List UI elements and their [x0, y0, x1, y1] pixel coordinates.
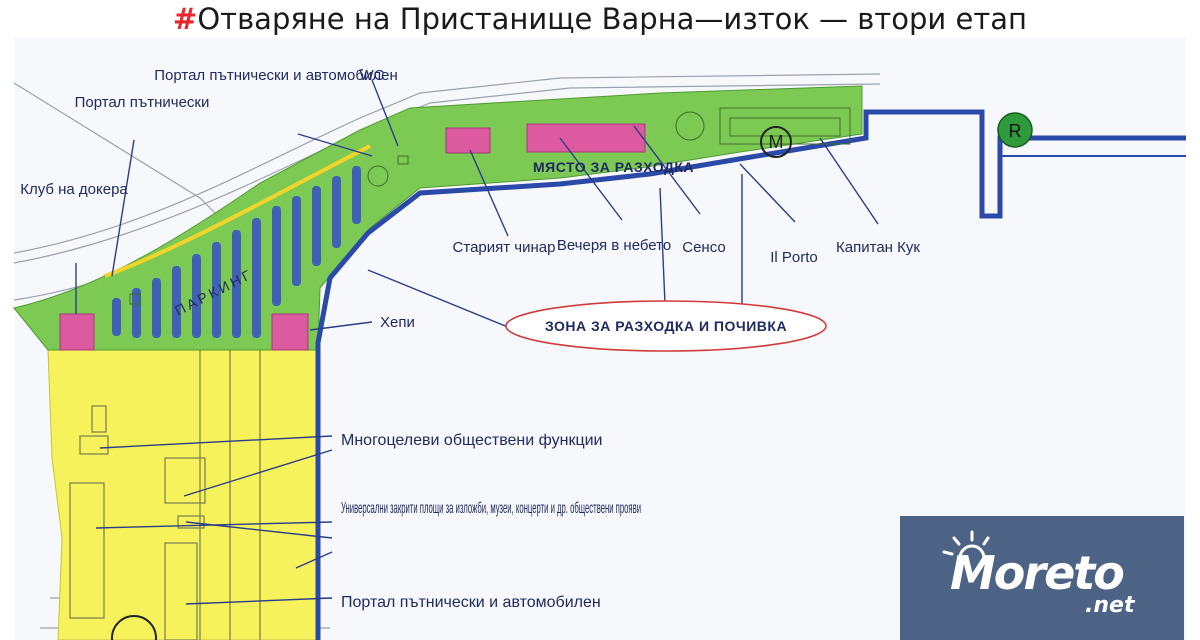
roundabout — [111, 615, 157, 640]
label-club-docker: Клуб на докера — [20, 181, 128, 198]
label-kapitan-kuk: Капитан Кук — [836, 239, 920, 256]
label-portal-passenger-auto-text: Портал пътнически и автомобилен — [154, 67, 397, 84]
logo-brand: Moreto — [950, 546, 1125, 600]
logo-suffix: .net — [1085, 593, 1135, 618]
label-vecherya: Вечеря в небето — [557, 237, 671, 254]
metro-icon: M — [760, 126, 792, 158]
label-portal-bottom: Портал пътнически и автомобилен — [341, 594, 601, 611]
label-walk-place: МЯСТО ЗА РАЗХОДКА — [533, 159, 694, 175]
building-stariyat-chinar — [445, 127, 491, 154]
yellow-zone-buildings — [69, 338, 261, 640]
title-hash: # — [173, 2, 198, 36]
label-walk-rest-zone: ЗОНА ЗА РАЗХОДКА И ПОЧИВКА — [545, 318, 787, 334]
label-portal-passenger-text: Портал пътнически — [75, 94, 210, 111]
road-strip — [104, 144, 371, 278]
building-hepi — [271, 313, 309, 351]
port-map: M R МЯСТО ЗА РАЗХОДКА ПАРКИНГ Портал път… — [13, 38, 1186, 640]
moreto-logo: Moreto .net — [900, 516, 1184, 640]
label-hepi: Хепи — [380, 314, 415, 331]
building-club — [59, 313, 95, 351]
r-marker-letter: R — [1009, 121, 1022, 141]
park-details — [129, 107, 851, 305]
label-il-porto: Il Porto — [770, 249, 818, 266]
yellow-zone — [47, 349, 319, 640]
label-multi-functions: Многоцелеви обществени функции — [341, 432, 602, 449]
label-stariyat-chinar: Старият чинар — [453, 239, 556, 256]
pink-buildings — [59, 123, 646, 351]
label-portal-passenger: Портал пътнически — [75, 94, 210, 111]
parking-slots — [112, 166, 361, 338]
label-club-docker-text: Клуб на докера — [20, 181, 128, 198]
label-senso: Сенсо — [682, 239, 725, 256]
coastline — [315, 109, 1186, 640]
label-portal-passenger-auto: Портал пътнически и автомобилен — [154, 67, 397, 84]
green-zone — [13, 85, 863, 351]
page-title: #Отваряне на Пристанище Варна—изток — вт… — [0, 0, 1200, 40]
leader-lines — [75, 79, 879, 605]
building-vecherya — [526, 123, 646, 153]
label-universal-areas: Универсални закрити площи за изложби, му… — [341, 500, 641, 517]
walk-rest-zone-oval — [505, 300, 827, 352]
metro-letter: M — [769, 132, 784, 152]
r-marker-icon: R — [997, 112, 1033, 148]
title-text: Отваряне на Пристанище Варна—изток — вто… — [197, 2, 1027, 36]
sun-icon — [942, 530, 990, 560]
label-wc: WC — [360, 67, 385, 84]
